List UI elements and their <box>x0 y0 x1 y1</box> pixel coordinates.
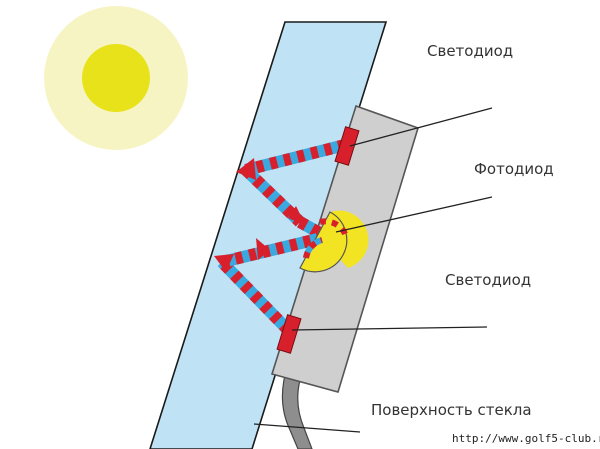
led-icon <box>276 314 302 354</box>
label-photodiode: Фотодиод <box>474 160 554 178</box>
label-glass-surface: Поверхность стекла <box>371 401 532 419</box>
watermark-url: http://www.golf5-club.ru <box>452 432 600 445</box>
label-led-bottom: Светодиод <box>445 271 531 289</box>
beam-segment <box>220 232 324 268</box>
beam-segment <box>217 257 293 335</box>
led-icon <box>334 126 360 166</box>
photodiode-icon <box>299 210 369 273</box>
label-led-top: Светодиод <box>427 42 513 60</box>
beam-segment <box>244 139 347 176</box>
glass-surface <box>149 21 388 449</box>
leader-line-led-top <box>349 107 493 147</box>
leader-line-glass <box>253 423 361 433</box>
leader-line-photodiode <box>335 196 493 233</box>
sensor-cable <box>281 374 313 449</box>
leader-line-led-bottom <box>291 326 488 331</box>
beam-arrowhead <box>236 158 256 180</box>
beam-arrowhead <box>288 206 306 226</box>
leader-lines <box>253 107 493 433</box>
beam-arrowhead <box>256 238 270 260</box>
sun-icon <box>44 6 188 150</box>
light-beams <box>214 139 347 335</box>
beam-segment <box>241 165 305 227</box>
beam-arrowhead <box>214 254 234 272</box>
